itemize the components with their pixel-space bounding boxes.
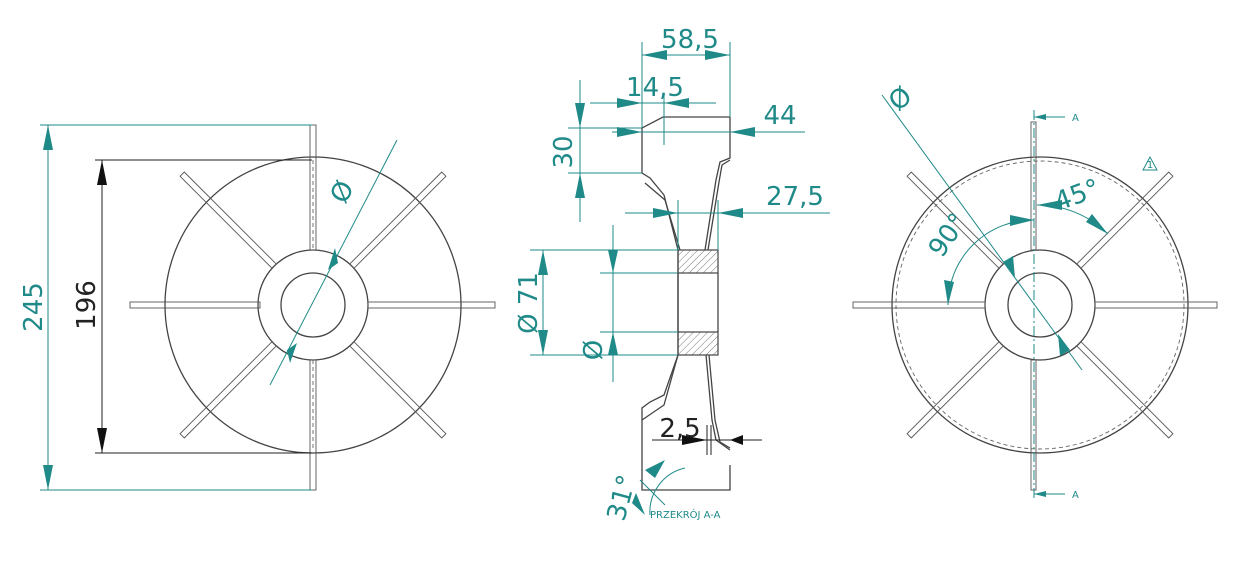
dim-hub-outer: Ø 71 <box>514 272 544 334</box>
note-triangle-number: 1 <box>1147 160 1153 171</box>
dim-245: 245 <box>19 282 49 332</box>
rear-view: A A 1 Ø 45° 90° <box>852 81 1218 501</box>
diameter-symbol-front: Ø <box>325 176 361 208</box>
angle-31: 31° <box>602 472 643 524</box>
note-triangle-icon <box>1142 155 1158 171</box>
dim-58-5: 58,5 <box>661 25 719 55</box>
dim-2-5: 2,5 <box>659 414 700 444</box>
front-view: 245 196 Ø <box>19 124 496 491</box>
section-mark-top: A <box>1072 113 1079 124</box>
dim-196: 196 <box>72 280 102 330</box>
angle-90: 90° <box>923 208 974 263</box>
dim-30: 30 <box>549 135 579 168</box>
dim-44: 44 <box>763 101 796 131</box>
dim-27-5: 27,5 <box>766 182 824 212</box>
section-view: 58,5 14,5 44 30 27,5 Ø 71 <box>514 25 830 524</box>
dim-hub-inner: Ø <box>579 340 609 360</box>
section-mark-bottom: A <box>1072 490 1079 501</box>
angle-45: 45° <box>1050 174 1104 218</box>
section-label: PRZEKRÓJ A-A <box>650 508 721 521</box>
dim-14-5: 14,5 <box>626 73 684 103</box>
diameter-symbol-rear: Ø <box>883 81 918 117</box>
